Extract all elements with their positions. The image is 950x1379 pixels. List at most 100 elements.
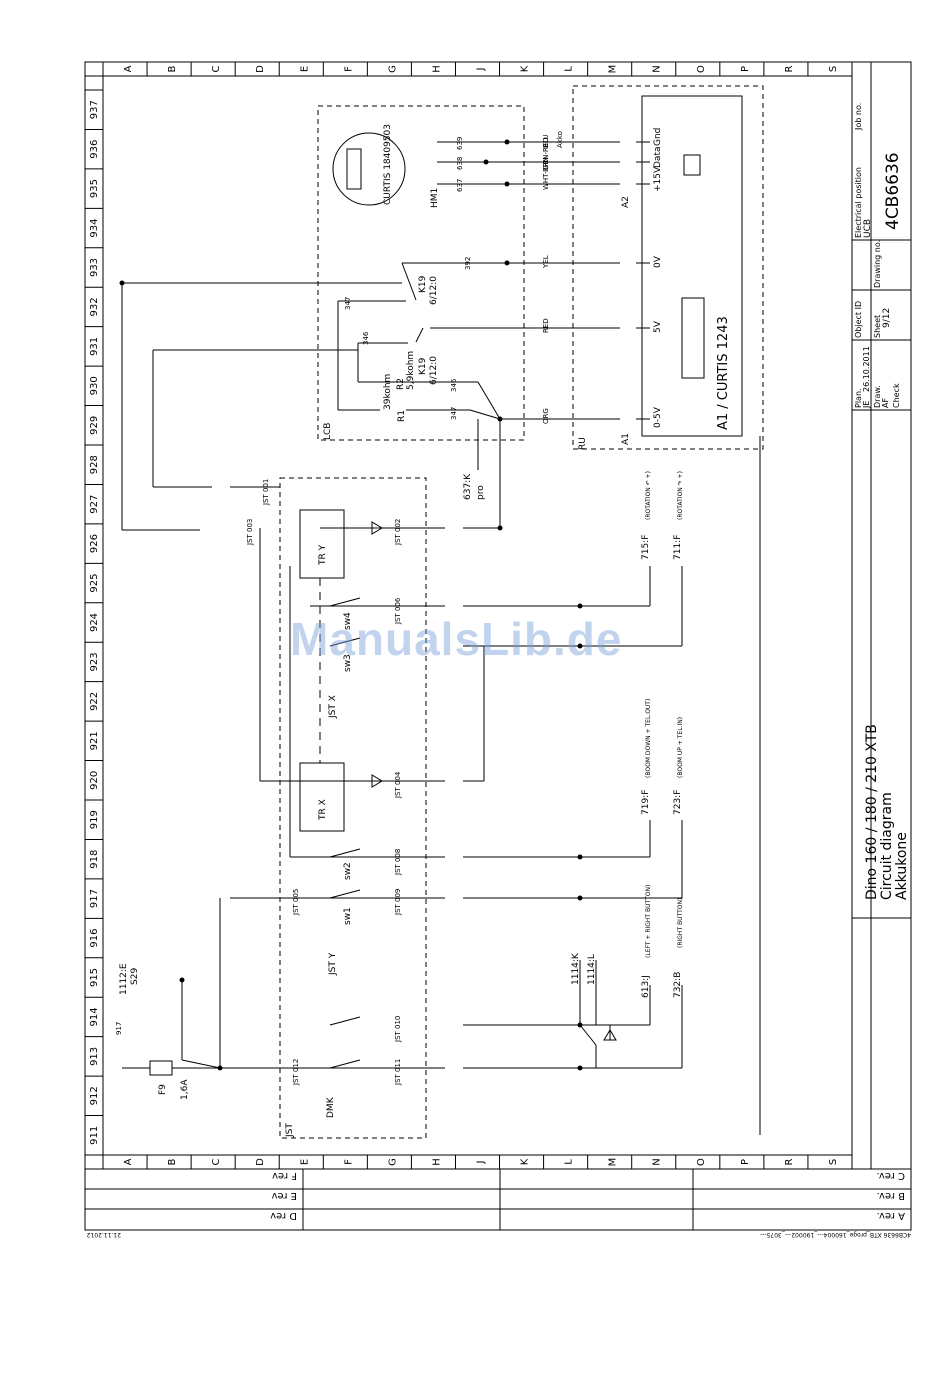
tr-x-label: TR X	[318, 799, 328, 821]
jst-x-label: JST X	[328, 695, 338, 719]
grid-row-number: 911	[89, 1126, 100, 1145]
wn-346b: 346	[450, 378, 458, 392]
grid-column-letter: G	[387, 1158, 398, 1166]
wn-jst011: JST 011	[394, 1059, 402, 1086]
ref-723f: 723:F	[673, 790, 683, 815]
k19-b-label: K19	[418, 357, 428, 375]
elec-pos-label: Electrical position	[854, 167, 863, 238]
ref-pro: pro	[476, 485, 486, 500]
wn-917: 917	[115, 1022, 123, 1035]
grid-column-letter: B	[167, 1158, 178, 1165]
check-label: Check	[892, 383, 901, 408]
grid-row-number: 917	[89, 889, 100, 908]
sw4-label: sw4	[343, 612, 353, 630]
grid-row-number: 915	[89, 968, 100, 987]
grid-column-letter: R	[784, 1158, 795, 1165]
grid-row-number: 935	[89, 179, 100, 198]
pin-data: Data	[653, 147, 663, 169]
date-value: 26.10.2011	[862, 346, 871, 392]
grid-row-number: 924	[89, 613, 100, 632]
grid-column-letter: J	[476, 1161, 487, 1165]
grid-row-number: 936	[89, 140, 100, 159]
wire-grn-red: GRN-RED	[542, 137, 550, 170]
ref-boom-up: (BOOM UP + TEL.IN)	[677, 717, 684, 778]
pin-0-5v: 0-5V	[653, 406, 663, 428]
grid-column-letter: H	[431, 65, 442, 73]
wn-346a: 346	[362, 331, 370, 345]
s29-ref: 1112:E	[119, 963, 129, 995]
wn-jst003: JST 003	[246, 519, 254, 546]
grid-row-number: 914	[89, 1007, 100, 1026]
object-id-label: Object ID	[854, 301, 863, 338]
wn-jst004: JST 004	[394, 771, 402, 799]
pin-gnd: Gnd	[653, 128, 663, 146]
grid-row-number: 921	[89, 731, 100, 750]
footer-file-path: 4CB6636 XTB_proge_160004---_190002---_30…	[760, 1231, 911, 1238]
grid-column-letter: O	[696, 1158, 707, 1166]
ref-1114k: 1114:K	[571, 952, 581, 985]
grid-column-letter: E	[299, 66, 310, 72]
wire-akko: Akko	[556, 131, 564, 148]
grid-row-number: 928	[89, 455, 100, 474]
grid-column-letter: N	[652, 1158, 663, 1165]
grid-column-letter: F	[343, 66, 354, 72]
jst-joystick-box	[279, 477, 427, 1139]
grid-row-number: 916	[89, 929, 100, 948]
wn-jst005: JST 005	[292, 889, 300, 916]
grid-column-letter: G	[387, 65, 398, 73]
grid-column-letter: S	[828, 66, 839, 72]
k19-b-ref: 6/12:0	[429, 356, 439, 385]
lcb-box	[317, 105, 525, 441]
grid-row-number: 930	[89, 376, 100, 395]
grid-row-number: 925	[89, 574, 100, 593]
ref-rot-ccw: (ROTATION ↶ +)	[645, 471, 652, 520]
grid-row-number: 927	[89, 495, 100, 514]
grid-column-letter: C	[211, 65, 222, 72]
a1-label: A1	[621, 433, 631, 445]
jst-label: JST	[285, 1123, 295, 1138]
rev-f: F rev	[272, 1170, 297, 1181]
grid-column-letter: N	[652, 65, 663, 72]
elec-pos-value: UCB	[863, 219, 873, 238]
r1-label: R1	[397, 410, 407, 422]
ref-left-right: (LEFT + RIGHT BUTTON)	[645, 885, 652, 958]
jst-y-label: JST Y	[328, 952, 338, 976]
wn-639: 639	[456, 137, 464, 150]
curtis-controller-box	[641, 95, 743, 437]
f9-label: F9	[158, 1084, 168, 1095]
curtis-display-label: CURTIS 18409503	[383, 124, 393, 205]
f9-value: 1,6A	[180, 1079, 190, 1100]
grid-column-letter: A	[123, 65, 134, 72]
grid-column-letter: P	[740, 66, 751, 72]
wn-jst012: JST 012	[292, 1059, 300, 1086]
grid-row-number: 937	[89, 100, 100, 119]
curtis-display-symbol	[332, 132, 406, 206]
drawing-no-label: Drawing no.	[873, 240, 882, 288]
wire-yel: YEL	[542, 255, 550, 269]
wn-jst002: JST 002	[394, 519, 402, 546]
grid-column-letter: H	[431, 1158, 442, 1166]
grid-column-letter: F	[343, 1159, 354, 1165]
sheet-label: Sheet	[873, 315, 882, 338]
pin-0v: 0V	[653, 255, 663, 268]
ref-613j: 613:J	[641, 975, 651, 998]
a2-label: A2	[621, 196, 631, 208]
grid-column-letter: P	[740, 1159, 751, 1165]
plan-label: Plan.	[854, 388, 863, 408]
r2-label: R2	[396, 378, 406, 390]
hm1-label: HM1	[430, 188, 440, 208]
title-line-1: Dino 160 / 180 / 210 XTB	[864, 724, 880, 900]
draw-value: AF	[881, 398, 890, 408]
grid-column-letter: M	[608, 1158, 619, 1167]
rev-a: A rev.	[877, 1210, 905, 1221]
sheet-frame	[84, 61, 912, 1231]
grid-row-number: 926	[89, 534, 100, 553]
grid-row-number: 922	[89, 692, 100, 711]
grid-row-number: 918	[89, 850, 100, 869]
ref-637k: 637:K	[463, 473, 473, 500]
ref-right-button: (RIGHT BUTTON)	[677, 898, 684, 948]
wn-jst001: JST 001	[262, 479, 270, 506]
ref-rot-cw: (ROTATION ↷ +)	[677, 471, 684, 520]
grid-column-letter: A	[123, 1158, 134, 1165]
